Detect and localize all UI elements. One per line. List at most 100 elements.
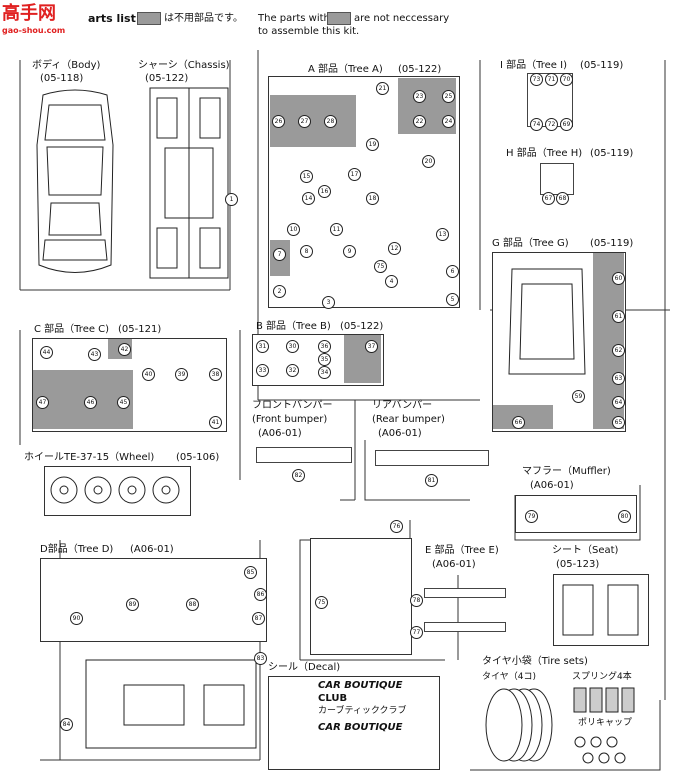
part-number-30: 30 <box>286 340 299 353</box>
part-number-19: 19 <box>366 138 379 151</box>
part-number-69: 69 <box>560 118 573 131</box>
tree-c-grey-1 <box>33 370 133 429</box>
legend-en-3: to assemble this kit. <box>258 26 360 37</box>
part-number-78: 78 <box>410 594 423 607</box>
part-number-68: 68 <box>556 192 569 205</box>
part-number-10: 10 <box>287 223 300 236</box>
decal-text-2: CLUB <box>318 693 348 704</box>
part-number-87: 87 <box>252 612 265 625</box>
part-number-46: 46 <box>84 396 97 409</box>
tree-i-label: I 部品（Tree I) <box>500 60 567 71</box>
tree-g-label: G 部品（Tree G) <box>492 238 569 249</box>
tree-d-label: D部品（Tree D) <box>40 544 114 555</box>
legend-en-2: are not neccessary <box>354 13 450 24</box>
part-number-75b: 75 <box>315 596 328 609</box>
part-number-89: 89 <box>126 598 139 611</box>
part-number-67: 67 <box>542 192 555 205</box>
part-number-28: 28 <box>324 115 337 128</box>
wheel-label: ホイールTE-37-15（Wheel) <box>24 452 155 463</box>
polycap-drawing <box>574 736 626 764</box>
interior-drawing <box>85 659 257 749</box>
part-number-60: 60 <box>612 272 625 285</box>
part-number-83: 83 <box>254 652 267 665</box>
front-bumper-code: (A06-01) <box>258 428 302 439</box>
part-number-17: 17 <box>348 168 361 181</box>
tire-drawing <box>485 688 553 762</box>
part-number-43: 43 <box>88 348 101 361</box>
part-number-32: 32 <box>286 364 299 377</box>
page-title: arts list <box>88 12 136 25</box>
rear-bumper-label: リアバンパー <box>372 400 433 411</box>
part-number-24: 24 <box>442 115 455 128</box>
part-number-85: 85 <box>244 566 257 579</box>
chassis-code: (05-122) <box>145 73 189 84</box>
wheel-drawing <box>50 476 180 504</box>
part-number-1: 1 <box>225 193 238 206</box>
part-number-76: 76 <box>390 520 403 533</box>
part-number-45: 45 <box>117 396 130 409</box>
tree-e-code: (A06-01) <box>432 559 476 570</box>
decal-sheet <box>268 676 440 770</box>
part-number-5: 5 <box>446 293 459 306</box>
front-bumper-label: フロントバンパー <box>252 400 333 411</box>
part-number-70: 70 <box>560 73 573 86</box>
part-number-40: 40 <box>142 368 155 381</box>
decal-label: シール（Decal) <box>268 662 341 673</box>
polycap-label: ポリキャップ <box>578 718 633 728</box>
part-number-26: 26 <box>272 115 285 128</box>
legend-en-1: The parts with <box>258 13 330 24</box>
part-number-75: 75 <box>374 260 387 273</box>
part-number-14: 14 <box>302 192 315 205</box>
decal-text-3: カーブティッククラブ <box>318 706 407 716</box>
tree-e-part-78 <box>424 588 506 598</box>
part-number-2: 2 <box>273 285 286 298</box>
legend-swatch-2 <box>327 12 351 25</box>
part-number-6: 6 <box>446 265 459 278</box>
part-number-84: 84 <box>60 718 73 731</box>
part-number-82: 82 <box>292 469 305 482</box>
tree-i-code: (05-119) <box>580 60 624 71</box>
tree-b-label: B 部品（Tree B) <box>256 321 331 332</box>
part-number-71: 71 <box>545 73 558 86</box>
spring-label: スプリング4本 <box>572 672 632 682</box>
part-number-44: 44 <box>40 346 53 359</box>
part-number-65: 65 <box>612 416 625 429</box>
part-number-11: 11 <box>330 223 343 236</box>
chassis-label: シャーシ（Chassis) <box>138 60 230 71</box>
decal-text-1: CAR BOUTIQUE <box>318 680 403 691</box>
part-number-62: 62 <box>612 344 625 357</box>
tree-h-code: (05-119) <box>590 148 634 159</box>
part-number-80: 80 <box>618 510 631 523</box>
watermark-url: gao-shou.com <box>2 26 66 35</box>
part-number-47: 47 <box>36 396 49 409</box>
underbody-frame <box>310 538 412 655</box>
tree-e-part-77 <box>424 622 506 632</box>
part-number-90: 90 <box>70 612 83 625</box>
part-number-25: 25 <box>442 90 455 103</box>
part-number-36: 36 <box>318 340 331 353</box>
part-number-74: 74 <box>530 118 543 131</box>
part-number-64: 64 <box>612 396 625 409</box>
part-number-37: 37 <box>365 340 378 353</box>
tree-c-label: C 部品（Tree C) <box>34 324 110 335</box>
part-number-3: 3 <box>322 296 335 309</box>
legend-swatch <box>137 12 161 25</box>
decal-text-4: CAR BOUTIQUE <box>318 722 403 733</box>
front-bumper-part <box>256 447 352 463</box>
part-number-39: 39 <box>175 368 188 381</box>
part-number-33: 33 <box>256 364 269 377</box>
tree-a-label: A 部品（Tree A) <box>308 64 383 75</box>
tree-h-label: H 部品（Tree H) <box>506 148 583 159</box>
part-number-8: 8 <box>300 245 313 258</box>
part-number-63: 63 <box>612 372 625 385</box>
part-number-21: 21 <box>376 82 389 95</box>
part-number-34: 34 <box>318 366 331 379</box>
seat-code: (05-123) <box>556 559 600 570</box>
part-number-42: 42 <box>118 343 131 356</box>
rear-bumper-en: (Rear bumper) <box>372 414 445 425</box>
part-number-86: 86 <box>254 588 267 601</box>
part-number-79: 79 <box>525 510 538 523</box>
tree-e-label: E 部品（Tree E) <box>425 545 499 556</box>
body-code: (05-118) <box>40 73 84 84</box>
part-number-20: 20 <box>422 155 435 168</box>
